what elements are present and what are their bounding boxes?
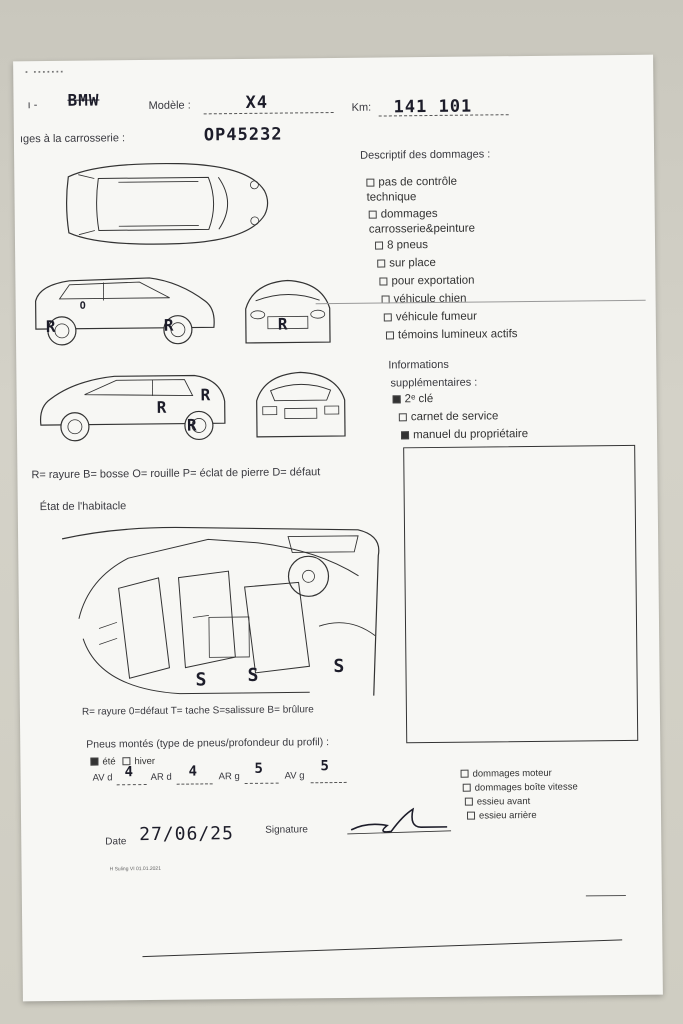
interior-title: État de l'habitacle [39, 500, 127, 514]
date-value[interactable]: 27/06/25 [139, 823, 235, 846]
bodywork-mark-6: R [200, 385, 212, 405]
signature-drawing [347, 807, 452, 835]
interior-cabin-drawing [61, 526, 380, 696]
damage-option-warning-lights[interactable]: témoins lumineux actifs [385, 328, 518, 341]
checkbox-bodywork[interactable] [368, 210, 377, 219]
extra-option-owner-manual[interactable]: manuel du propriétaire [400, 428, 528, 441]
tire-av-d-value[interactable]: 4 [124, 764, 135, 781]
damage-option-smoker[interactable]: véhicule fumeur [383, 311, 477, 324]
km-value: 141 101 [393, 96, 473, 118]
damage-option-dog[interactable]: véhicule chien [381, 293, 467, 306]
checkbox-export[interactable] [379, 277, 388, 286]
tire-ar-g-label: AR g [218, 771, 240, 783]
faint-horizontal-line [315, 299, 646, 305]
car-rear-view-drawing [256, 371, 346, 438]
tire-ar-d-dotline [176, 783, 213, 785]
model-label: Modèle : [148, 99, 191, 112]
tire-av-g-dotline [310, 781, 347, 784]
notes-box[interactable] [403, 444, 639, 744]
bottom-long-line [142, 939, 623, 958]
mech-option-front-axle[interactable]: essieu avant [464, 796, 530, 808]
km-label: Km: [351, 101, 372, 114]
bodywork-mark-7: R [186, 415, 198, 435]
tire-ar-d-value[interactable]: 4 [188, 763, 199, 780]
tire-av-d-dotline [116, 784, 147, 786]
tires-title: Pneus montés (type de pneus/profondeur d… [86, 736, 330, 751]
car-side-view-left-drawing [35, 277, 215, 346]
damage-option-export[interactable]: pour exportation [379, 275, 475, 288]
interior-mark-1: S [195, 669, 208, 691]
top-faint-text: ▪ ▪▪▪▪▪▪▪ [25, 68, 66, 77]
tire-ar-d-label: AR d [150, 771, 172, 783]
model-dotline [203, 112, 334, 115]
tire-av-g-value[interactable]: 5 [320, 758, 331, 775]
checkbox-smoker[interactable] [383, 313, 392, 322]
mech-option-gearbox[interactable]: dommages boîte vitesse [462, 782, 578, 794]
extra-info-title-line2: supplémentaires : [390, 376, 478, 390]
car-top-view-drawing [66, 162, 269, 245]
bottom-short-line [585, 895, 626, 897]
car-side-view-right-drawing [39, 374, 226, 442]
tire-av-g-label: AV g [284, 770, 305, 782]
brand-handwritten: BMW [67, 90, 100, 110]
interior-legend: R= rayure 0=défaut T= tache S=salissure … [81, 704, 314, 718]
checkbox-owner-manual[interactable] [400, 431, 410, 440]
car-front-view-drawing [245, 279, 331, 344]
tire-ar-g-value[interactable]: 5 [254, 760, 265, 777]
form-code: H Suling VI 01.01.2021 [109, 865, 162, 873]
checkbox-front-axle[interactable] [464, 798, 473, 807]
checkbox-gearbox[interactable] [462, 784, 471, 793]
tire-ar-g-dotline [244, 782, 279, 784]
bodywork-title: ıges à la carrosserie : [19, 132, 126, 146]
interior-mark-2: S [247, 664, 260, 686]
bodywork-mark-2: O [79, 300, 87, 312]
mech-option-rear-axle[interactable]: essieu arrière [466, 810, 537, 822]
tire-summer-option[interactable]: été [90, 756, 116, 767]
signature-label: Signature [265, 824, 309, 836]
checkbox-summer[interactable] [90, 758, 99, 767]
bodywork-legend: R= rayure B= bosse O= rouille P= éclat d… [31, 466, 321, 482]
checkbox-rear-axle[interactable] [466, 812, 476, 821]
extra-option-service-book[interactable]: carnet de service [398, 410, 498, 423]
bodywork-mark-4: R [277, 314, 289, 334]
checkbox-no-inspection[interactable] [366, 178, 375, 187]
extra-info-title-line1: Informations [388, 358, 449, 372]
model-value: X4 [245, 92, 269, 113]
bodywork-mark-5: R [156, 397, 168, 417]
checkbox-second-key[interactable] [392, 395, 401, 404]
damage-option-8-tires[interactable]: 8 pneus [375, 239, 428, 252]
tire-av-d-label: AV d [92, 772, 113, 784]
plate-value: OP45232 [203, 124, 283, 146]
brand-label-fragment: ı - [27, 99, 38, 112]
checkbox-on-site[interactable] [377, 259, 386, 268]
damage-option-bodywork[interactable]: dommages carrosserie&peinture [368, 207, 476, 236]
damages-title: Descriptif des dommages : [360, 148, 491, 162]
checkbox-engine[interactable] [460, 770, 469, 779]
interior-mark-3: S [333, 655, 346, 678]
damage-option-no-inspection[interactable]: pas de contrôle technique [366, 175, 458, 204]
bodywork-mark-3: R [163, 315, 175, 335]
inspection-form-sheet: ▪ ▪▪▪▪▪▪▪ ı - BMW Modèle : X4 Km: 141 10… [13, 54, 663, 1002]
bodywork-mark-1: R [45, 316, 57, 337]
checkbox-8-tires[interactable] [375, 241, 384, 250]
checkbox-warning-lights[interactable] [385, 331, 395, 340]
mech-option-engine[interactable]: dommages moteur [460, 768, 552, 780]
date-label: Date [105, 836, 127, 848]
checkbox-service-book[interactable] [398, 413, 407, 422]
damage-option-on-site[interactable]: sur place [377, 257, 436, 270]
extra-option-second-key[interactable]: 2ᵉ clé [392, 393, 433, 405]
